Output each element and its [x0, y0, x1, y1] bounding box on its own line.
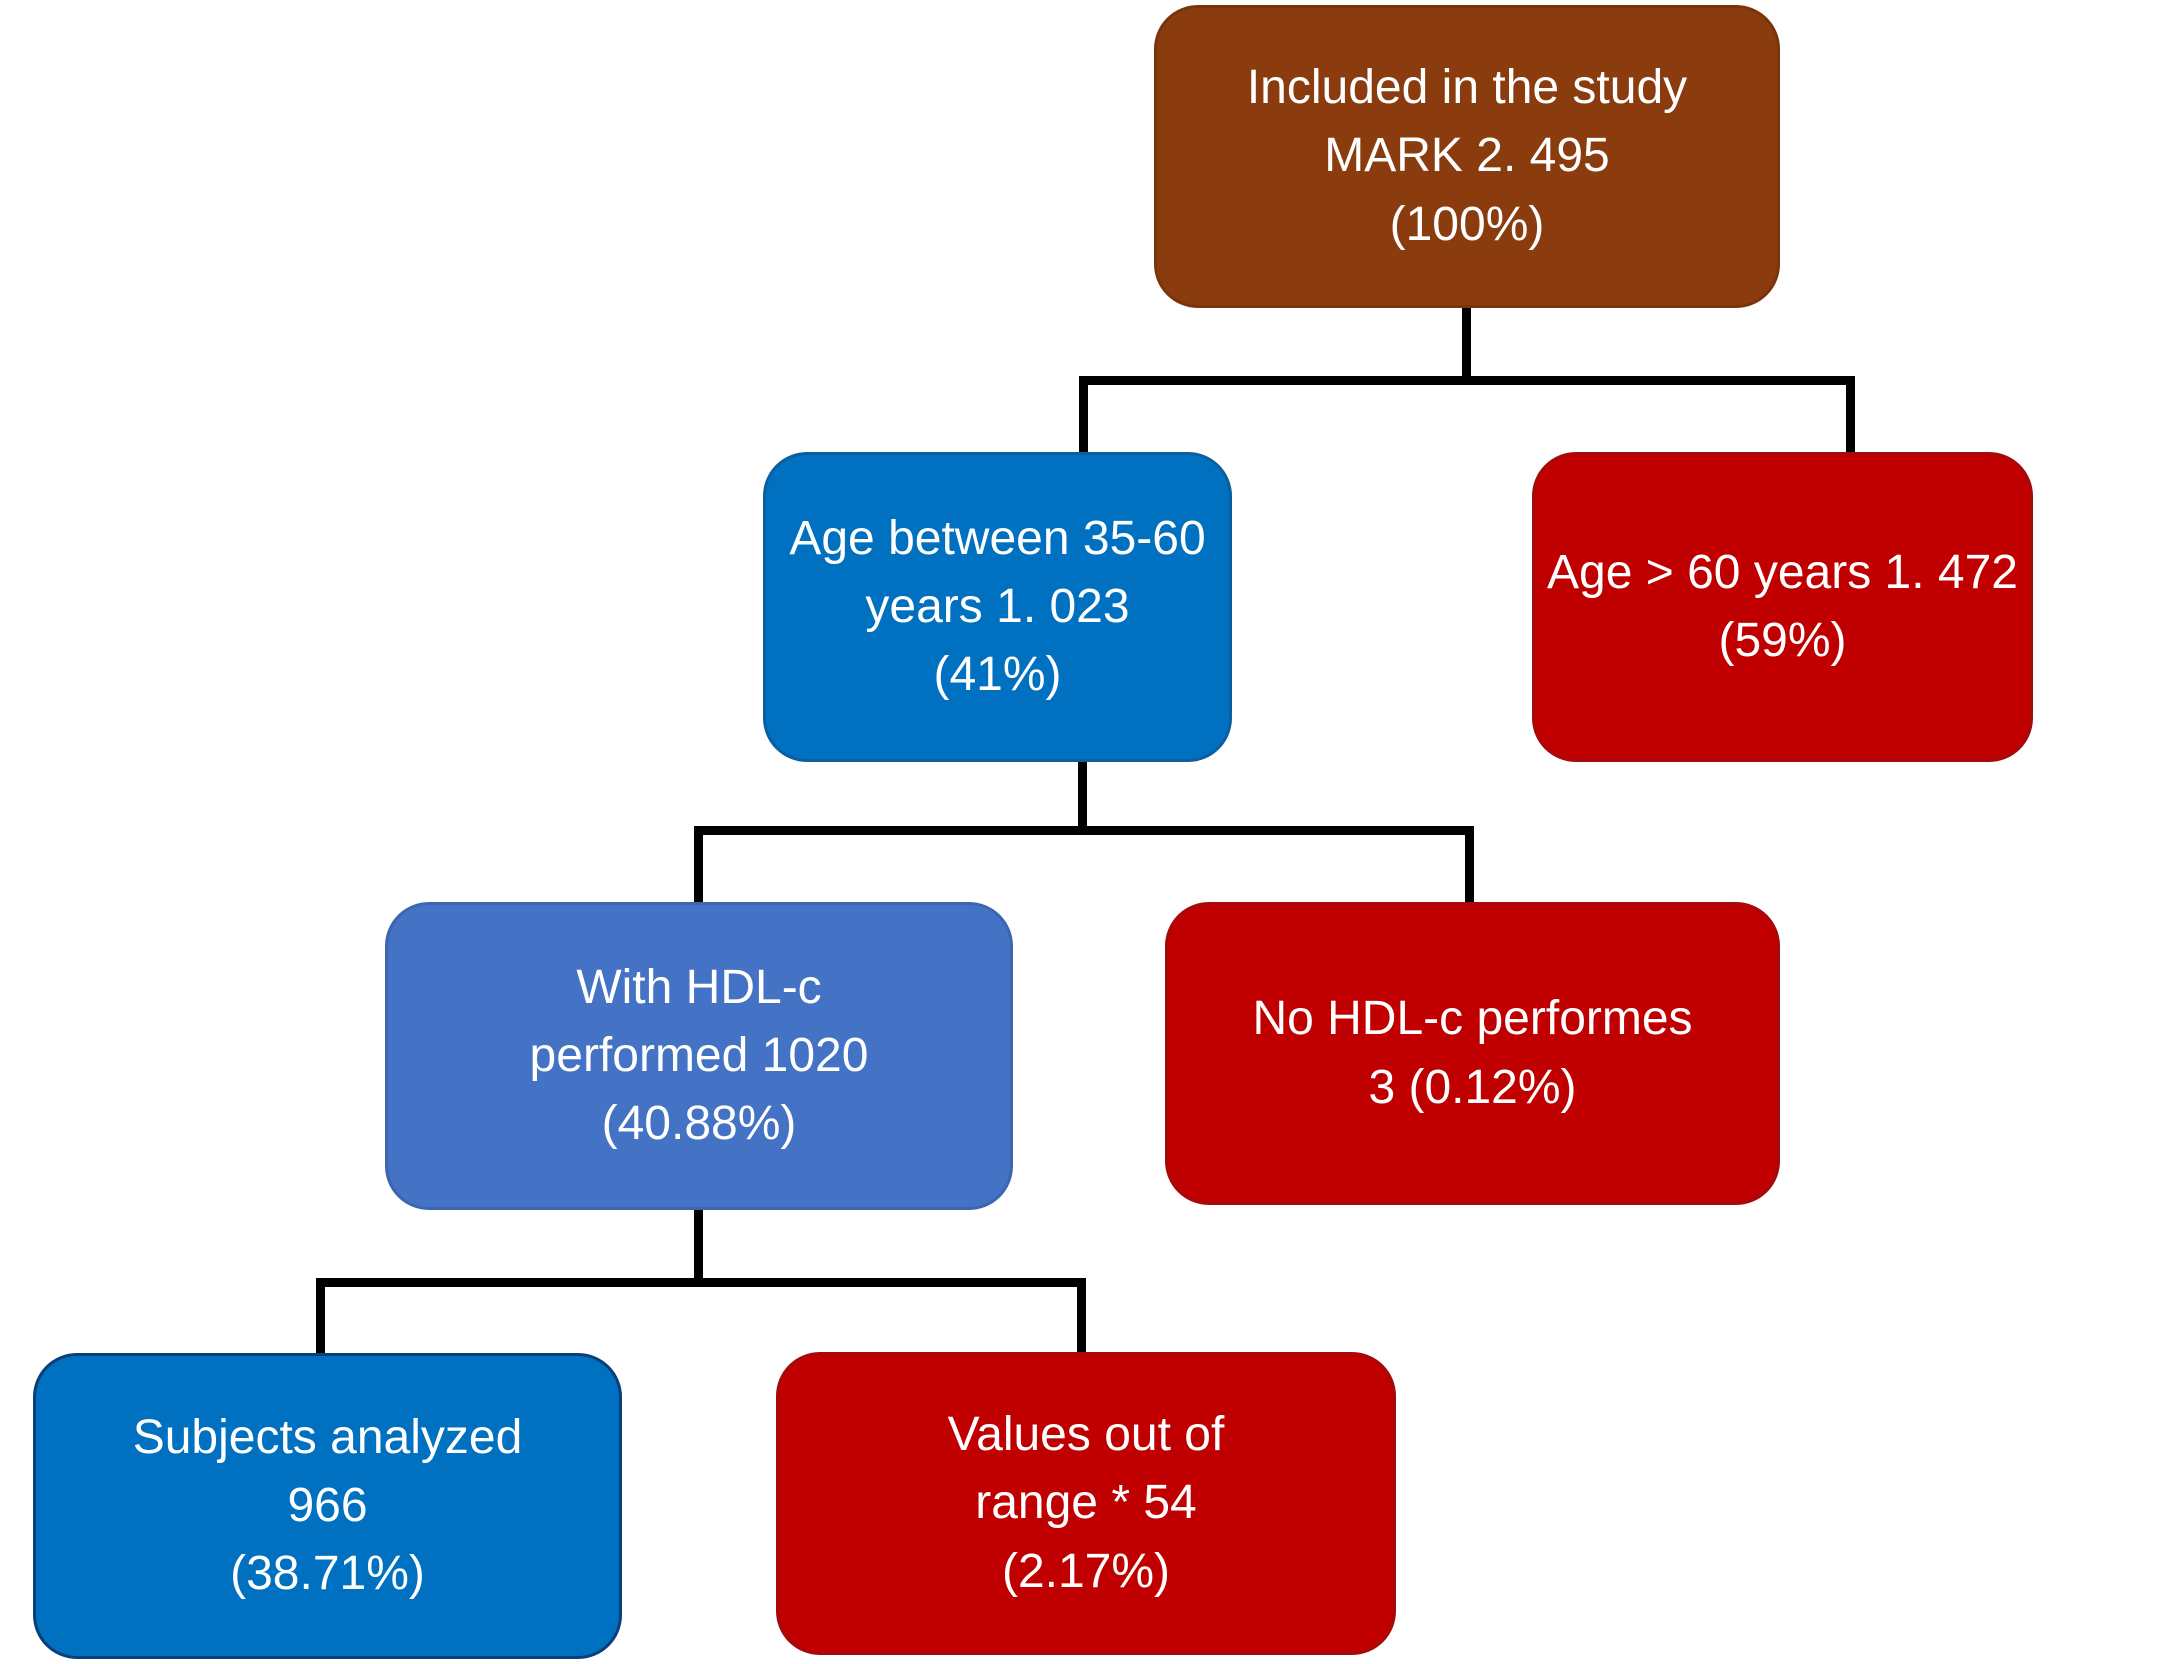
node-subjects-analyzed: Subjects analyzed 966 (38.71%) [33, 1353, 622, 1659]
node-text-line: No HDL-c performes [1252, 992, 1693, 1046]
connector-l2-hbar [694, 826, 1474, 835]
connector-l3-stem [694, 1208, 703, 1284]
node-text-line: (41%) [933, 648, 1062, 702]
connector-l1-hbar [1079, 376, 1855, 385]
node-text-line: (38.71%) [230, 1547, 425, 1601]
node-values-out-of-range: Values out of range * 54 (2.17%) [776, 1352, 1396, 1655]
node-age-35-60: Age between 35-60 years 1. 023 (41%) [763, 452, 1232, 762]
connector-l2-drop-left [694, 826, 703, 906]
node-text-line: (59%) [1718, 614, 1847, 667]
node-included-in-study: Included in the study MARK 2. 495 (100%) [1154, 5, 1780, 308]
connector-l3-hbar [316, 1278, 1082, 1287]
connector-l1-stem [1462, 306, 1471, 382]
node-text-line: Subjects analyzed [132, 1410, 523, 1464]
node-text-line: range * 54 [975, 1476, 1197, 1530]
node-text-line: performed 1020 [529, 1028, 869, 1082]
node-text-line: Age > 60 years 1. 472 [1547, 545, 2018, 599]
node-text-line: (100%) [1389, 197, 1545, 251]
connector-l3-drop-right [1077, 1278, 1086, 1356]
node-text-line: 3 (0.12%) [1368, 1060, 1577, 1114]
node-text-line: Values out of [947, 1408, 1225, 1462]
node-no-hdlc-performed: No HDL-c performes 3 (0.12%) [1165, 902, 1780, 1205]
node-text-line: With HDL-c [576, 960, 822, 1014]
connector-l1-drop-left [1079, 376, 1088, 456]
connector-l3-drop-left [316, 1278, 325, 1357]
node-text-line: (40.88%) [601, 1097, 797, 1151]
node-text-line: Age between 35-60 [789, 511, 1206, 565]
node-age-over-60: Age > 60 years 1. 472 (59%) [1532, 452, 2033, 762]
connector-l1-drop-right [1846, 376, 1855, 456]
node-text-line: MARK 2. 495 [1324, 129, 1610, 183]
connector-l2-stem [1078, 760, 1087, 832]
node-text-line: (2.17%) [1001, 1544, 1171, 1598]
connector-l2-drop-right [1465, 826, 1474, 906]
node-with-hdlc-performed: With HDL-c performed 1020 (40.88%) [385, 902, 1013, 1210]
node-text-line: 966 [287, 1478, 368, 1532]
node-text-line: Included in the study [1246, 61, 1688, 115]
node-text-line: years 1. 023 [865, 579, 1130, 633]
